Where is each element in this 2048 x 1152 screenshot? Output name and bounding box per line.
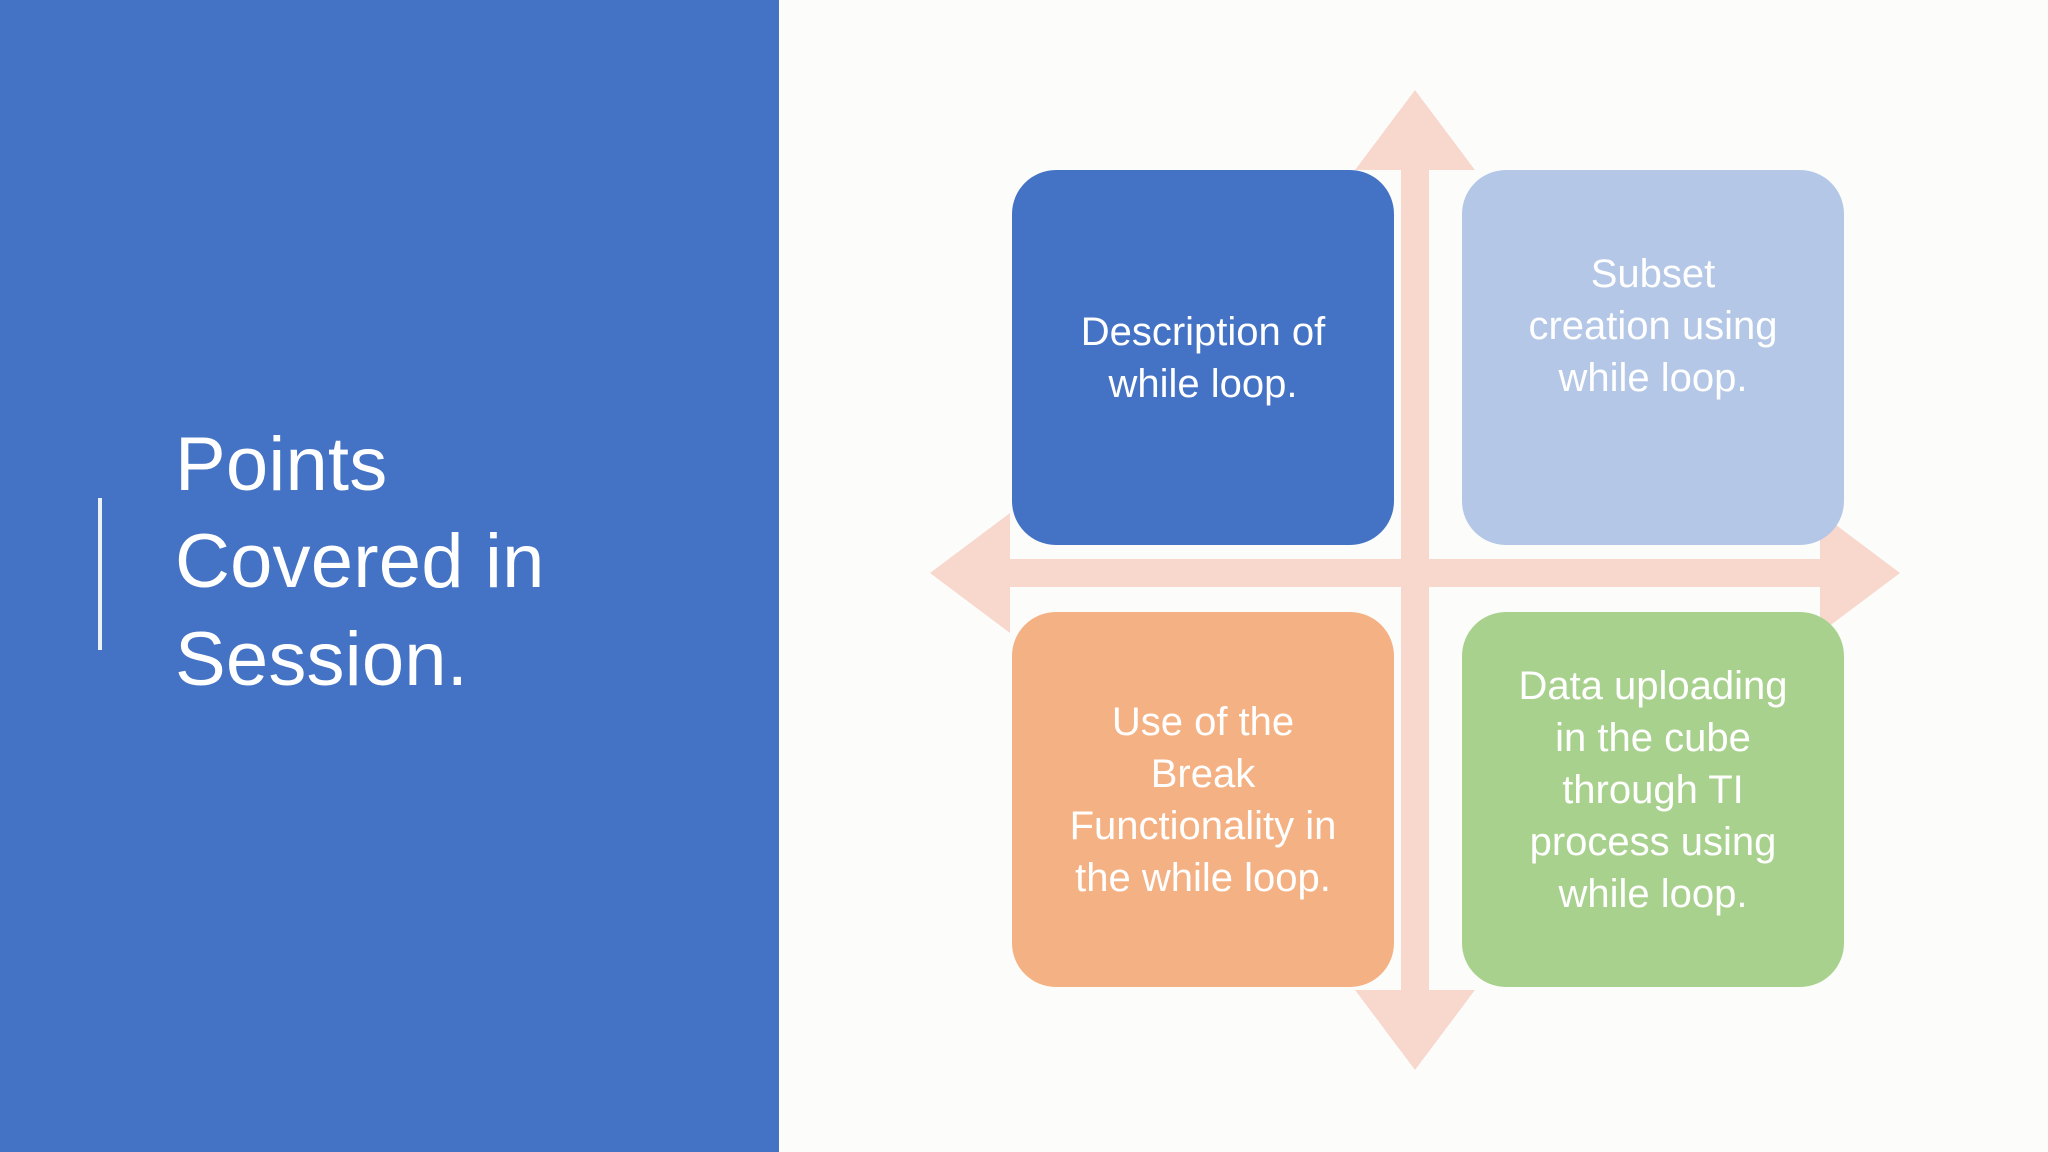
quadrant-label-top-left: Description of while loop. (1080, 309, 1326, 406)
quadrant-box-bottom-right[interactable]: Data uploading in the cube through TI pr… (1462, 612, 1844, 987)
title-panel: Points Covered in Session. (0, 0, 779, 1152)
quadrant-label-top-right: Subset creation using while loop. (1528, 252, 1778, 400)
quadrant-label-bottom-right: Data uploading in the cube through TI pr… (1518, 664, 1788, 916)
title-accent-line (98, 498, 102, 650)
down-arrow-icon (1355, 990, 1475, 1070)
quadrant-box-top-right[interactable]: Subset creation using while loop. (1462, 170, 1844, 545)
quadrant-label-bottom-left: Use of the Break Functionality in the wh… (1069, 699, 1337, 900)
quadrant-box-bottom-left[interactable]: Use of the Break Functionality in the wh… (1012, 612, 1394, 987)
left-arrow-icon (930, 513, 1010, 633)
quadrant-box-top-left[interactable]: Description of while loop. (1012, 170, 1394, 545)
page-title: Points Covered in Session. (175, 422, 545, 702)
up-arrow-icon (1355, 90, 1475, 170)
